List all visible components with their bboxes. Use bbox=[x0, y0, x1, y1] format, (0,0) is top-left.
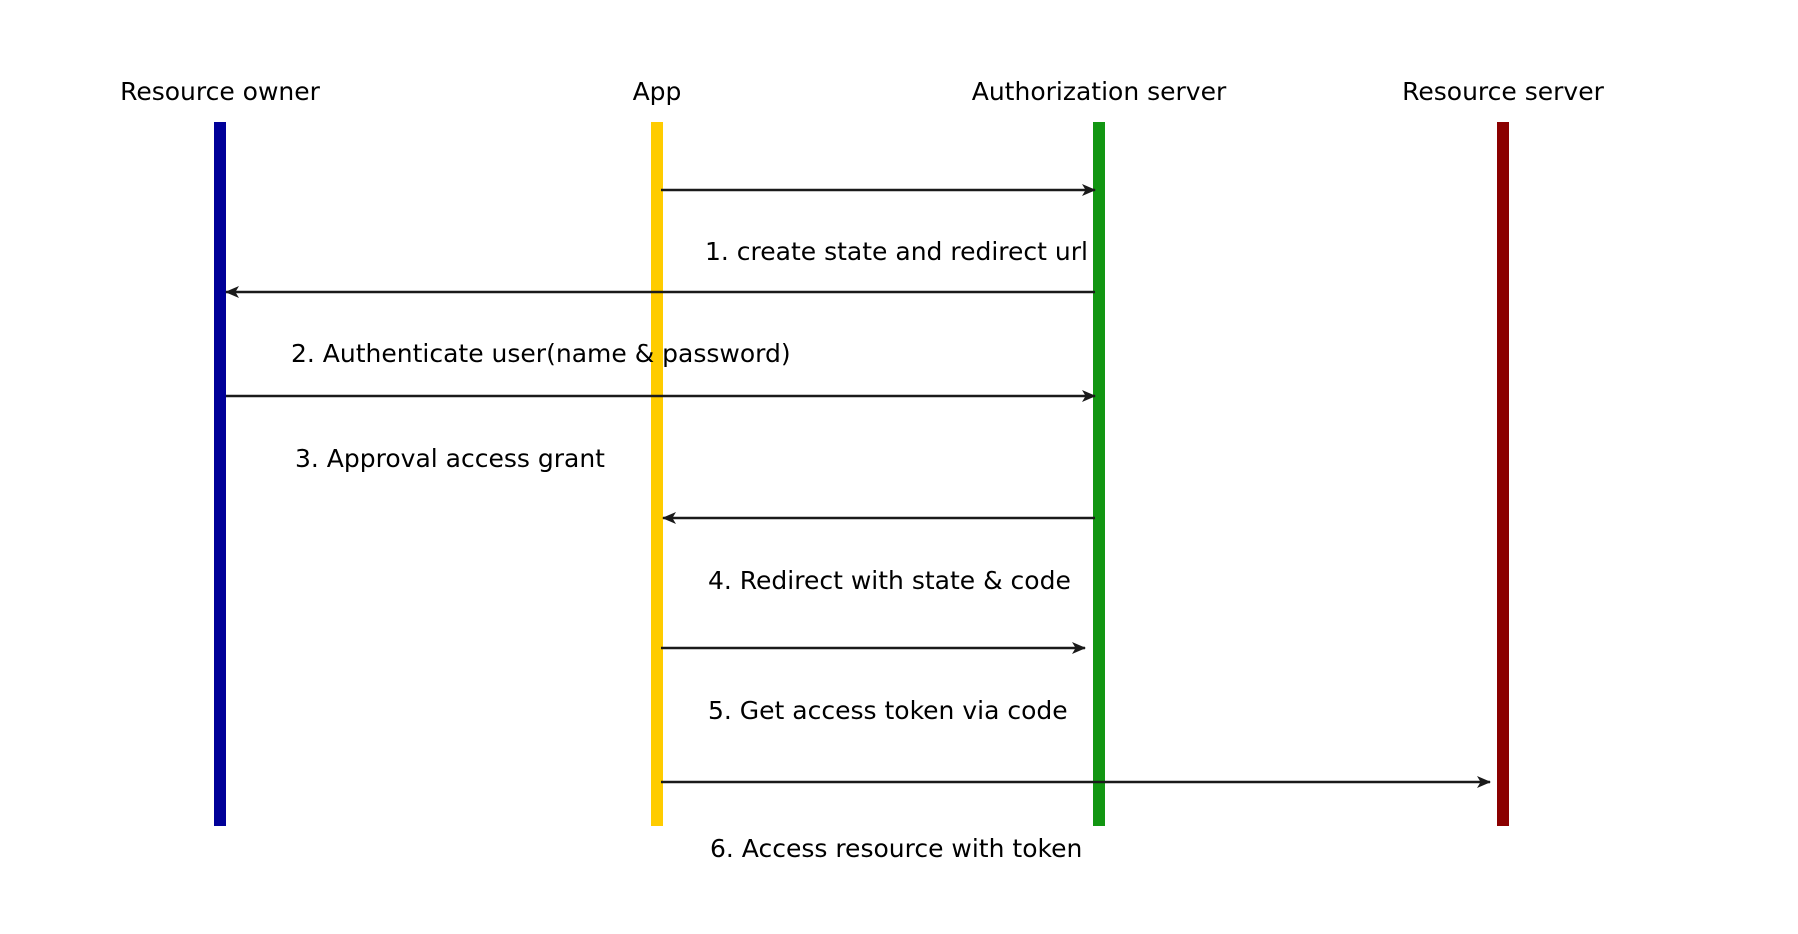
participant-label-app: App bbox=[633, 77, 682, 106]
lifeline-resource-server bbox=[1497, 122, 1509, 826]
message-labels: 1. create state and redirect url 2. Auth… bbox=[291, 237, 1088, 863]
participant-labels: Resource owner App Authorization server … bbox=[120, 77, 1605, 106]
message-label-2: 2. Authenticate user(name & password) bbox=[291, 339, 791, 368]
participant-label-authorization-server: Authorization server bbox=[972, 77, 1227, 106]
message-label-6: 6. Access resource with token bbox=[710, 834, 1082, 863]
participant-label-resource-server: Resource server bbox=[1402, 77, 1604, 106]
lifeline-resource-owner bbox=[214, 122, 226, 826]
message-label-5: 5. Get access token via code bbox=[708, 696, 1068, 725]
message-label-3: 3. Approval access grant bbox=[295, 444, 605, 473]
lifeline-app bbox=[651, 122, 663, 826]
lifeline-authorization-server bbox=[1093, 122, 1105, 826]
message-label-1: 1. create state and redirect url bbox=[705, 237, 1088, 266]
participant-label-resource-owner: Resource owner bbox=[120, 77, 321, 106]
message-label-4: 4. Redirect with state & code bbox=[708, 566, 1071, 595]
message-arrows bbox=[225, 184, 1491, 788]
lifelines bbox=[214, 122, 1509, 826]
